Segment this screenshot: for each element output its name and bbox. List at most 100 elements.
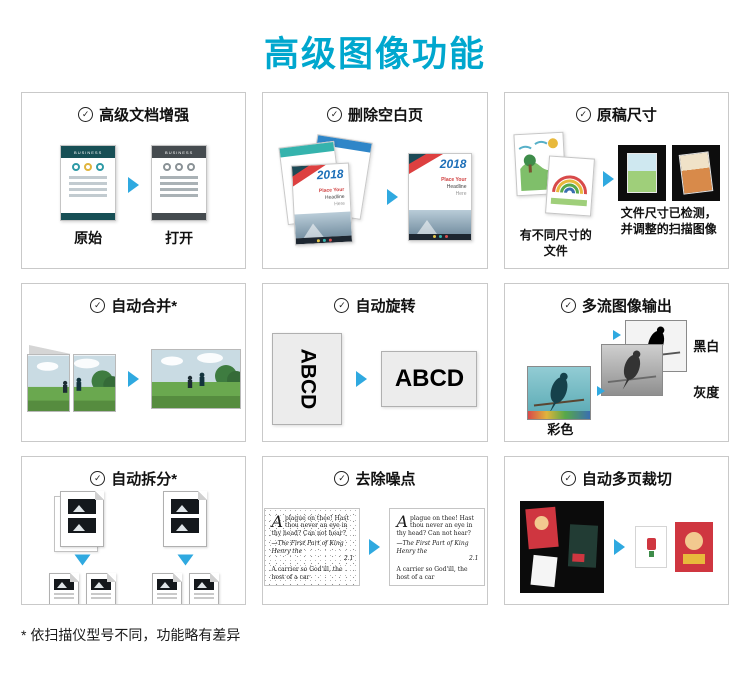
label-opened: 打开 <box>165 230 194 246</box>
check-circle-icon: ✓ <box>90 298 106 313</box>
arrow-right-icon <box>597 385 606 396</box>
footnote: * 依扫描仪型号不同，功能略有差异 <box>21 627 241 643</box>
landscape-photo <box>73 355 115 411</box>
caption-right: 文件尺寸已检测， 并调整的扫描图像 <box>620 206 717 237</box>
check-circle-icon: ✓ <box>334 471 350 486</box>
multistream-graphic: 黑白 灰度 彩色 <box>513 319 720 438</box>
photo-block <box>53 579 74 590</box>
split-group-left <box>48 491 116 604</box>
card-title: ✓ 原稿尺寸 <box>505 104 728 125</box>
doc-header: BUSINESS <box>61 146 116 158</box>
poster-footer <box>409 233 472 240</box>
card-title-text: 删除空白页 <box>347 107 423 124</box>
source-doc-stack <box>54 491 105 552</box>
photo-thumbnail <box>567 523 598 568</box>
photo-block <box>68 518 97 533</box>
drop-cap: A <box>271 511 284 531</box>
card-title: ✓ 去除噪点 <box>263 468 486 489</box>
corrected-page: ABCD <box>381 350 478 407</box>
card-title-text: 自动多页裁切 <box>581 471 672 488</box>
poster-photo <box>294 211 353 238</box>
card-title-text: 去除噪点 <box>355 471 416 488</box>
source-document <box>163 491 208 547</box>
label-bw: 黑白 <box>693 338 720 354</box>
doc-footer <box>152 213 207 220</box>
poster-year: 2018 <box>316 166 345 182</box>
label-original: 原始 <box>74 230 103 246</box>
left-half <box>26 354 70 412</box>
page-stack: 2018 Place Your Headline Here <box>277 133 377 256</box>
card-body: 有不同尺寸的 文件 文件尺寸已检测， 并调整的扫描图像 <box>505 125 728 268</box>
photo-block <box>156 579 177 590</box>
bird-photo-color <box>534 372 585 413</box>
doc-header: BUSINESS <box>152 146 207 158</box>
rotated-page: ABCD <box>272 332 343 425</box>
check-circle-icon: ✓ <box>575 107 591 122</box>
arrow-down-icon <box>74 554 91 566</box>
folded-image <box>26 345 116 412</box>
split-group-right <box>151 491 219 604</box>
card-body: 黑白 灰度 彩色 <box>505 316 728 441</box>
scan-result <box>671 145 720 201</box>
original-doc-group: BUSINESS 原始 <box>60 145 117 248</box>
label-gray: 灰度 <box>693 384 720 400</box>
poster-year: 2018 <box>439 156 467 171</box>
arrow-right-icon <box>369 538 381 555</box>
card-multistream-output: ✓ 多流图像输出 <box>503 283 729 442</box>
comic-thumbnail <box>525 506 559 549</box>
mixed-size-files-group: 有不同尺寸的 文件 <box>513 131 599 259</box>
arrow-right-icon <box>387 188 399 205</box>
document-thumbnail-original: BUSINESS <box>60 145 117 221</box>
arrow-right-icon <box>602 171 614 187</box>
card-title-text: 自动旋转 <box>355 298 416 315</box>
card-title: ✓ 自动合并* <box>22 295 245 316</box>
bird-photo-gray <box>608 350 657 389</box>
landscape-photo <box>27 355 69 411</box>
source-document <box>60 491 105 547</box>
arrow-right-icon <box>128 177 140 193</box>
arrow-right-icon <box>127 370 139 387</box>
card-body <box>22 489 245 604</box>
doc-footer <box>61 213 116 220</box>
card-doc-enhance: ✓ 高级文档增强 BUSINESS 原始 <box>21 92 247 269</box>
merged-image <box>150 348 241 409</box>
cropped-results <box>634 521 713 572</box>
card-body <box>505 489 728 604</box>
color-photo <box>527 365 592 420</box>
arrow-right-icon <box>356 370 368 387</box>
photo-block <box>90 579 111 590</box>
poster-photo <box>409 209 472 234</box>
split-results <box>151 573 219 604</box>
photo-block <box>171 518 200 533</box>
card-title-text: 自动合并* <box>111 298 178 315</box>
doc-text-lines <box>61 171 115 197</box>
check-circle-icon: ✓ <box>560 298 576 313</box>
card-body: 2018 Place Your Headline Here 2018 Place… <box>263 125 486 268</box>
card-title-text: 自动拆分* <box>111 471 178 488</box>
check-circle-icon: ✓ <box>78 107 94 122</box>
card-title-text: 原稿尺寸 <box>596 107 657 124</box>
doc-chart-circles <box>152 163 206 171</box>
landscape-photo <box>151 349 240 408</box>
cropped-image <box>626 153 657 193</box>
card-title-text: 高级文档增强 <box>99 107 190 124</box>
detected-scans <box>617 145 720 201</box>
arrow-right-icon <box>613 329 622 340</box>
card-delete-blank-pages: ✓ 删除空白页 2018 Place Your Headline Here <box>262 92 488 269</box>
poster-headline-3: Here <box>455 190 467 197</box>
card-title: ✓ 自动拆分* <box>22 468 245 489</box>
label-color: 彩色 <box>547 421 574 437</box>
arrow-down-icon <box>177 554 194 566</box>
check-circle-icon: ✓ <box>560 471 576 486</box>
detected-size-group: 文件尺寸已检测， 并调整的扫描图像 <box>617 131 720 237</box>
card-original-size: ✓ 原稿尺寸 <box>503 92 729 269</box>
poster-headline-2: Headline <box>325 193 346 201</box>
poster-headline-1: Place Your <box>441 176 467 183</box>
poster-headline-1: Place Your <box>319 186 345 194</box>
poster-headline-2: Headline <box>446 183 467 190</box>
card-title: ✓ 多流图像输出 <box>505 295 728 316</box>
card-title-text: 多流图像输出 <box>581 298 672 315</box>
